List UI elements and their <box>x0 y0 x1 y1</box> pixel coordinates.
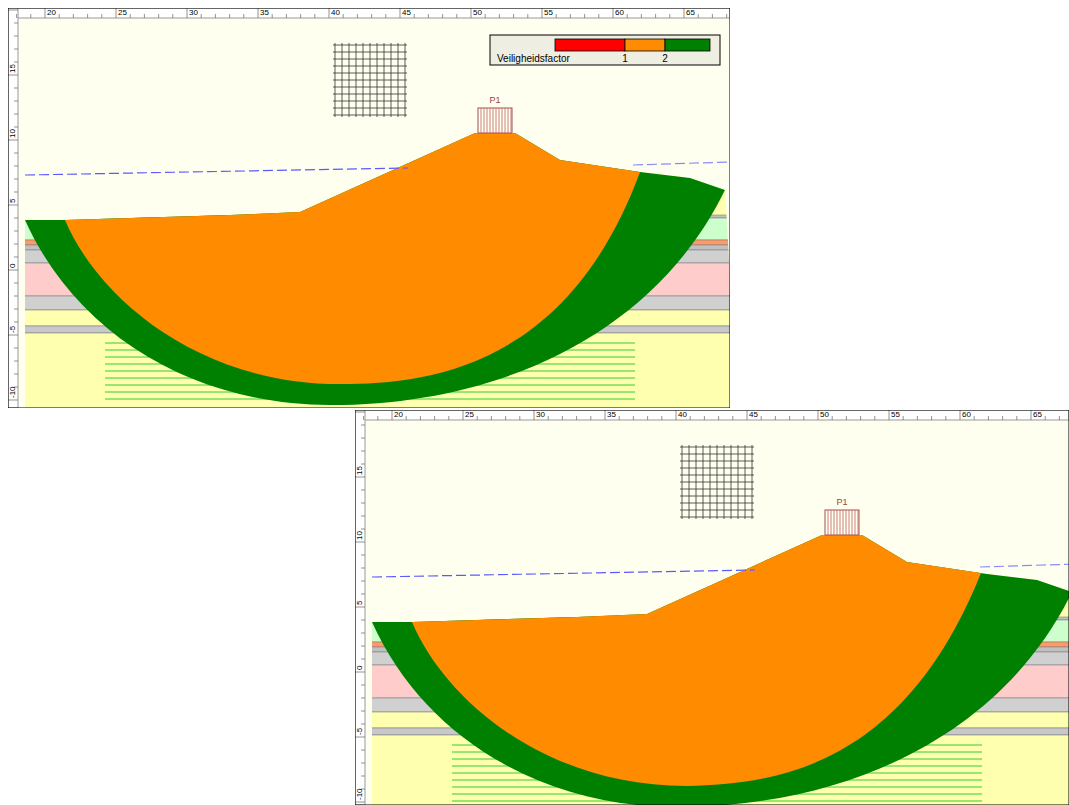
stability-panel <box>8 8 730 408</box>
load-symbol <box>825 510 859 535</box>
ruler-number: 60 <box>962 411 971 419</box>
ruler-number: 40 <box>331 9 340 17</box>
ruler-number: 20 <box>47 9 56 17</box>
legend-value: 2 <box>662 54 668 64</box>
safety-zone-orange <box>412 535 981 786</box>
ruler-number: 30 <box>536 411 545 419</box>
ruler-number: 15 <box>356 466 364 475</box>
ruler-number: 35 <box>607 411 616 419</box>
centre-grid <box>680 445 754 519</box>
ruler-number: 60 <box>615 9 624 17</box>
ruler-number: 20 <box>394 411 403 419</box>
ruler-number: -10 <box>356 788 364 800</box>
ruler-number: 45 <box>749 411 758 419</box>
ruler <box>355 410 1069 805</box>
load-label: P1 <box>489 96 500 105</box>
load-symbol <box>478 108 512 133</box>
ruler-number: -5 <box>9 326 17 333</box>
safety-zone-orange <box>65 133 640 384</box>
ruler-number: 55 <box>891 411 900 419</box>
phreatic-line <box>980 564 1069 567</box>
load-label: P1 <box>836 498 847 507</box>
centre-grid <box>333 43 407 117</box>
ruler-number: 0 <box>9 264 17 268</box>
legend-value: 1 <box>622 54 628 64</box>
ruler-number: 50 <box>820 411 829 419</box>
ruler-number: 40 <box>678 411 687 419</box>
ruler-number: 35 <box>260 9 269 17</box>
ruler-number: 25 <box>118 9 127 17</box>
legend-swatch <box>665 39 710 51</box>
safety-zone-green <box>372 535 1069 805</box>
ruler-number: 15 <box>9 64 17 73</box>
ruler-number: 5 <box>356 601 364 605</box>
ruler-number: -5 <box>356 728 364 735</box>
legend-title: Veiligheidsfactor <box>497 54 570 64</box>
ruler-number: 25 <box>465 411 474 419</box>
ruler-number: -10 <box>9 386 17 398</box>
ruler-number: 10 <box>9 129 17 138</box>
ruler-number: 55 <box>544 9 553 17</box>
phreatic-line <box>25 168 408 175</box>
legend-swatch <box>625 39 665 51</box>
ruler <box>8 8 730 408</box>
ruler-number: 50 <box>473 9 482 17</box>
ruler-number: 45 <box>402 9 411 17</box>
phreatic-line <box>372 570 755 577</box>
ruler-number: 0 <box>356 666 364 670</box>
ruler-number: 65 <box>686 9 695 17</box>
ruler-number: 5 <box>9 199 17 203</box>
ruler-number: 65 <box>1033 411 1042 419</box>
legend-box <box>490 35 720 65</box>
phreatic-line <box>633 162 730 165</box>
ruler-number: 10 <box>356 531 364 540</box>
legend-swatch <box>555 39 625 51</box>
ruler-number: 30 <box>189 9 198 17</box>
safety-zone-green <box>25 133 725 405</box>
stability-panel <box>355 410 1069 805</box>
